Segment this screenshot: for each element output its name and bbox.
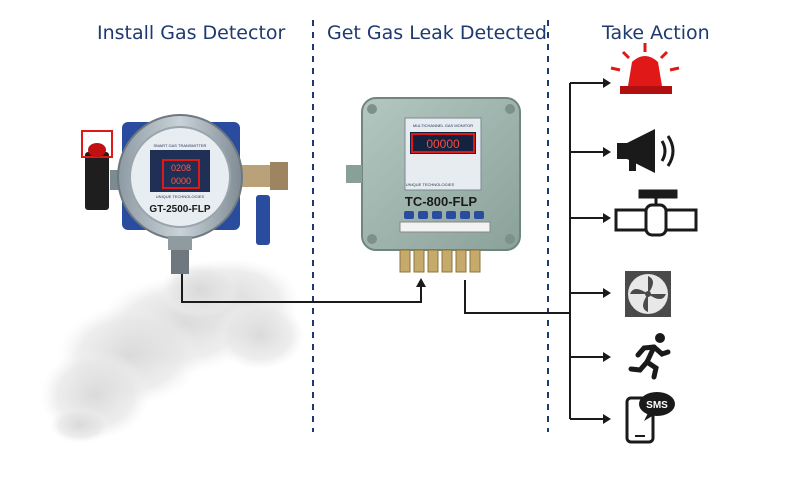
arrow-head-controller (416, 278, 426, 287)
transmitter-display-top: 0208 (171, 163, 191, 173)
exhaust-fan-icon (625, 271, 671, 317)
column-title-action: Take Action (602, 22, 710, 44)
transmitter-display-highlight (162, 159, 200, 189)
controller-model-label: TC-800-FLP (405, 194, 478, 209)
column-title-detect: Get Gas Leak Detected (327, 22, 547, 44)
controller-brand: UNIQUE TECHNOLOGIES (406, 182, 455, 187)
transmitter-model-label: GT-2500-FLP (149, 204, 210, 215)
hooter-body (85, 152, 109, 210)
alarm-beacon-icon (610, 43, 680, 94)
controller-display: 00000 (426, 137, 460, 151)
column-title-install: Install Gas Detector (97, 22, 286, 44)
gas-smoke-cloud (40, 258, 305, 443)
transmitter-brand: UNIQUE TECHNOLOGIES (156, 194, 205, 199)
loudspeaker-icon (617, 129, 675, 173)
gas-controller-device: MULTICHANNEL GAS MONITOR 00000 UNIQUE TE… (346, 97, 521, 273)
controller-display-highlight (411, 133, 475, 153)
sms-phone-icon: SMS (625, 392, 675, 444)
controller-panel-label: MULTICHANNEL GAS MONITOR (413, 123, 473, 128)
sms-label: SMS (646, 400, 668, 411)
running-person-icon (628, 333, 671, 380)
gas-transmitter-device: 0208 0000 SMART GAS TRANSMITTER UNIQUE T… (81, 114, 288, 274)
connector-controller-to-actions (464, 82, 603, 420)
transmitter-panel-label: SMART GAS TRANSMITTER (154, 143, 207, 148)
transmitter-display-bottom: 0000 (171, 176, 191, 186)
connector-transmitter-to-controller (181, 272, 422, 303)
action-arrow-heads (603, 78, 611, 424)
solenoid-valve-icon (614, 189, 698, 237)
